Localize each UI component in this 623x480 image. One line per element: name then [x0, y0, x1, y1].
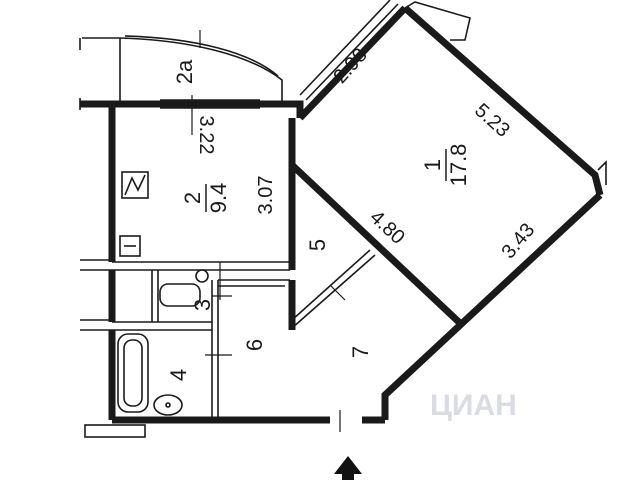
room-3-number: 3	[190, 299, 215, 311]
sink-icon	[153, 394, 183, 416]
balcony-outline	[82, 37, 283, 104]
stove-icon	[121, 171, 149, 199]
window-room-2	[160, 99, 260, 109]
outer-wall-diagonal-bottom	[381, 192, 603, 420]
wall-room6	[211, 279, 290, 420]
room-2a-number: 2a	[172, 59, 197, 84]
wall-stub-right	[597, 160, 607, 185]
room-2-label: 2 9.4	[180, 183, 231, 214]
dimension-3-22: 3.22	[195, 116, 217, 155]
wall-wc	[151, 270, 159, 322]
entrance-arrow-icon	[334, 456, 362, 480]
dimension-lines	[185, 30, 411, 432]
toilet-icon	[159, 283, 201, 307]
room-1-label: 1 17.8	[420, 144, 471, 187]
outer-wall-diagonal-right	[402, 5, 604, 196]
room-1-number: 1	[420, 159, 445, 171]
dimension-5-23: 5.23	[470, 99, 514, 141]
room-6-number: 6	[242, 339, 267, 351]
wall-bathroom-top	[112, 261, 290, 271]
room-5-number: 5	[305, 239, 330, 251]
wall-room5-diagonal	[289, 162, 465, 328]
room-4-number: 4	[166, 369, 191, 381]
watermark: ЦИАН	[430, 389, 517, 422]
wall-room5-room7	[291, 249, 376, 329]
toilet-tank-icon	[195, 269, 209, 283]
bathtub-inner	[123, 339, 143, 407]
wall-openings	[80, 259, 112, 331]
room-2-area: 9.4	[206, 183, 231, 214]
room-7-number: 7	[348, 346, 373, 358]
window-room-1	[299, 0, 399, 101]
room-2-number: 2	[180, 192, 205, 204]
drain-icon	[165, 402, 171, 408]
balcony-rail	[124, 35, 279, 77]
window-frame	[404, 1, 471, 41]
outer-wall-diagonal-top	[297, 5, 408, 121]
kitchen-sink-icon	[119, 235, 141, 257]
niche	[84, 424, 146, 438]
stove-burner-icon	[124, 174, 146, 196]
room-1-area: 17.8	[446, 144, 471, 187]
bathtub	[117, 333, 149, 413]
dimension-3-07: 3.07	[255, 176, 277, 215]
outer-wall-top	[80, 100, 304, 118]
wall-bathroom-mid	[112, 321, 212, 331]
